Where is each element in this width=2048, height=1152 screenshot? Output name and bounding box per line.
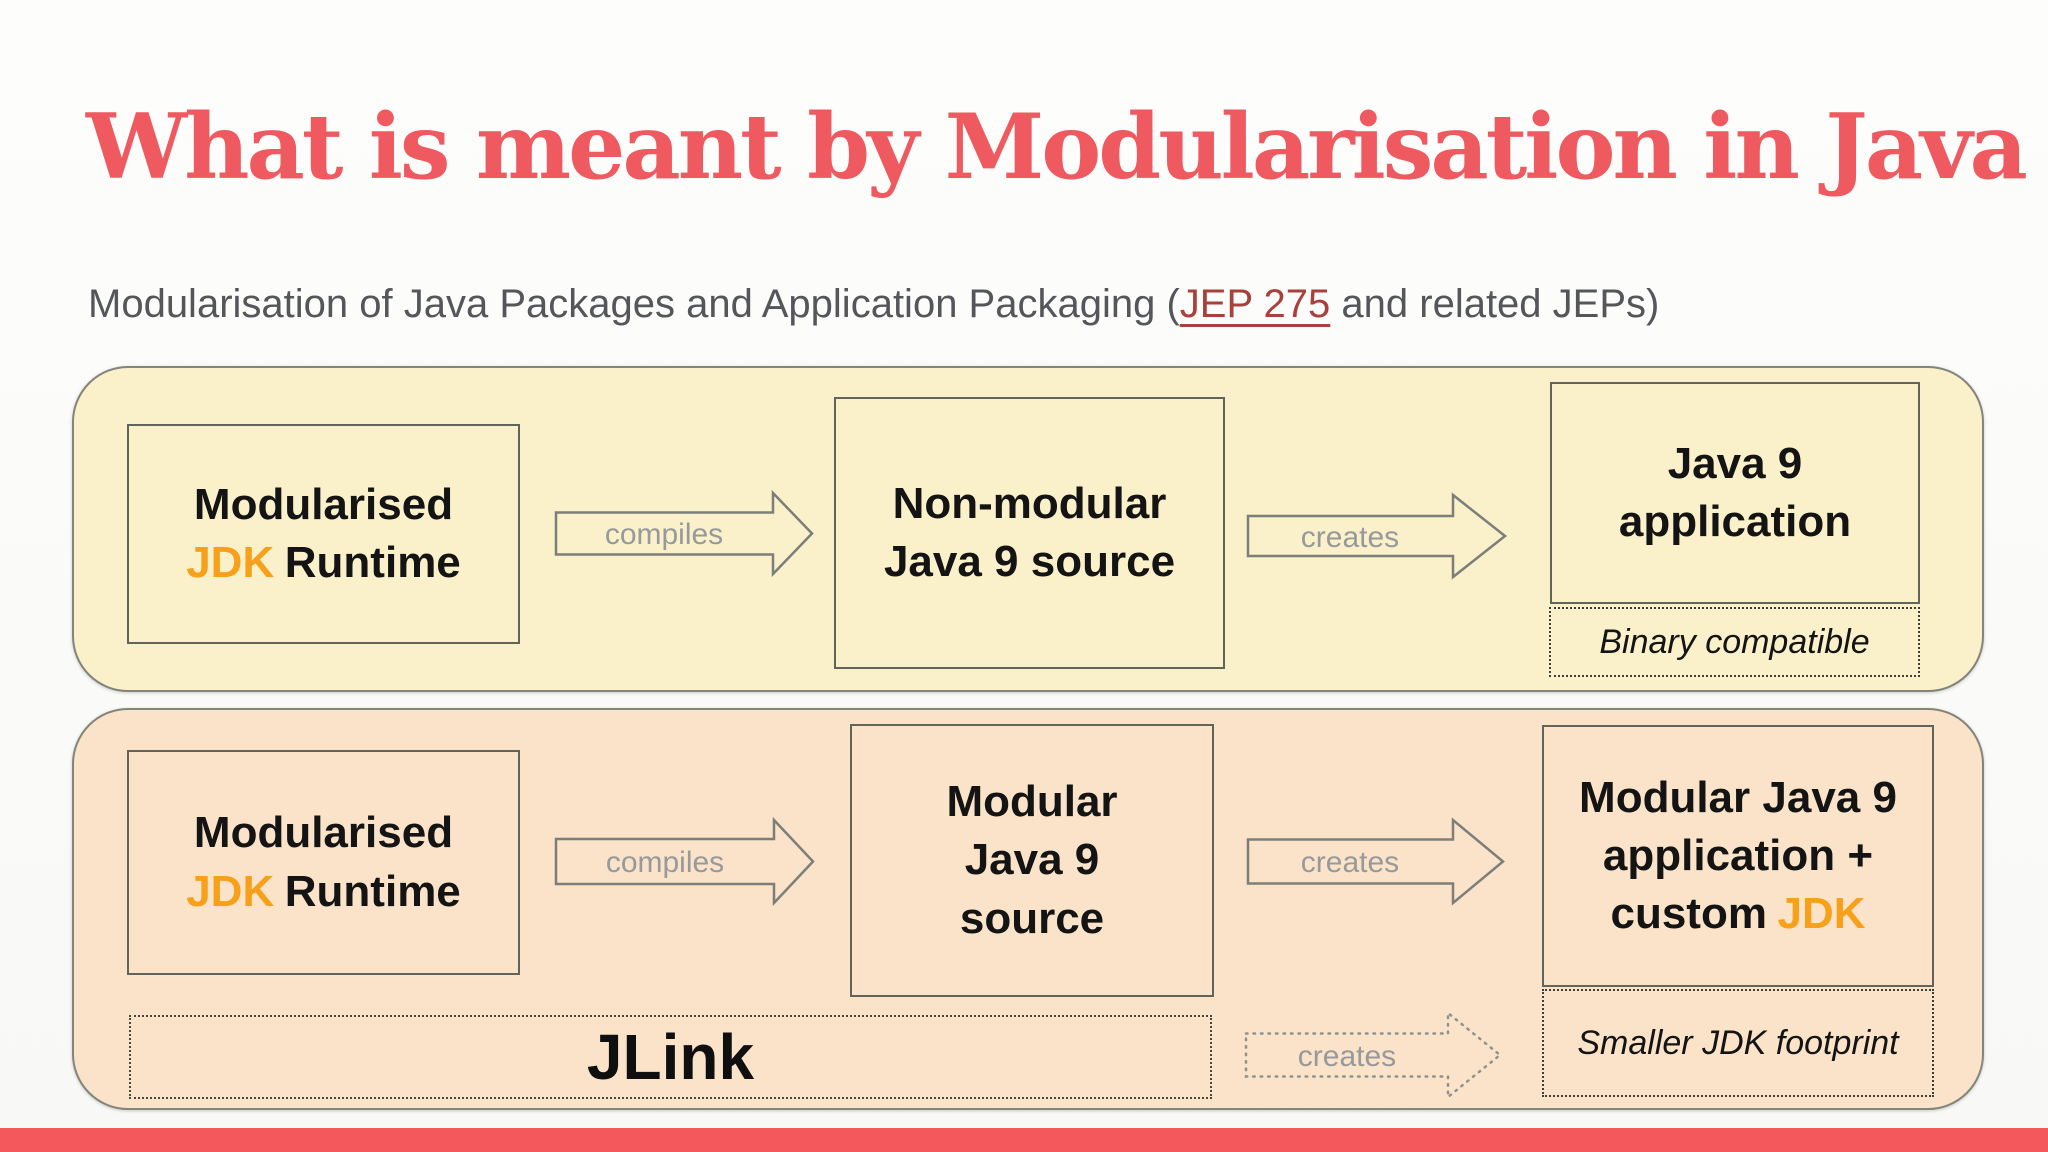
arrow-label: compiles (606, 846, 724, 879)
arrow-label: creates (1301, 521, 1399, 554)
box-line: Modularised (193, 808, 454, 858)
box-line: Java 9 source (883, 537, 1176, 586)
jdk-highlight: JDK (186, 538, 275, 587)
jep-275-link[interactable]: JEP 275 (1179, 282, 1331, 326)
jlink-box: JLink (129, 1015, 1212, 1099)
subtitle: Modularisation of Java Packages and Appl… (88, 282, 1659, 327)
box-line: Modularised (193, 479, 454, 529)
subtitle-suffix: and related JEPs) (1330, 282, 1660, 326)
creates-arrow-2: creates (1246, 817, 1505, 906)
non-modular-java9-source-box: Non-modular Java 9 source (834, 397, 1225, 669)
modular-java9-source-box: Modular Java 9 source (850, 724, 1214, 997)
creates-arrow-1: creates (1246, 492, 1508, 580)
box-line: Non-modular (892, 478, 1167, 528)
compiles-arrow-2: compiles (554, 816, 815, 907)
box-line-rest: Runtime (284, 866, 461, 916)
arrow-label: creates (1298, 1040, 1396, 1073)
box-line-rest: custom (1610, 889, 1767, 939)
arrow-shape (554, 489, 814, 578)
arrow-shape (1244, 1010, 1502, 1100)
binary-compatible-note: Binary compatible (1549, 607, 1920, 677)
box-line: Java 9 (1667, 438, 1803, 488)
arrow-label: creates (1301, 846, 1399, 879)
compiles-arrow-1: compiles (554, 489, 814, 578)
box-line-rest: Runtime (284, 538, 461, 587)
bottom-accent-bar (0, 1128, 2048, 1152)
box-line: source (959, 893, 1105, 943)
box-line: Java 9 (964, 835, 1100, 885)
box-line: application (1618, 497, 1852, 546)
box-line: Modular Java 9 (1579, 772, 1897, 822)
arrow-label: compiles (605, 518, 723, 551)
arrow-shape (1246, 817, 1505, 906)
jdk-highlight: JDK (186, 866, 275, 916)
creates-arrow-dotted: creates (1244, 1010, 1502, 1100)
page-title: What is meant by Modularisation in Java … (86, 94, 2048, 200)
arrow-shape (1246, 492, 1508, 580)
box-line: application + (1602, 830, 1874, 880)
java9-application-box: Java 9 application (1550, 382, 1920, 604)
jlink-label: JLink (586, 1021, 755, 1093)
note-text: Smaller JDK footprint (1577, 1023, 1899, 1062)
jdk-highlight: JDK (1777, 889, 1866, 939)
box-line: Modular (946, 777, 1118, 827)
smaller-jdk-footprint-note: Smaller JDK footprint (1542, 989, 1934, 1097)
subtitle-prefix: Modularisation of Java Packages and Appl… (88, 282, 1180, 326)
arrow-shape (554, 816, 815, 907)
note-text: Binary compatible (1599, 622, 1870, 661)
